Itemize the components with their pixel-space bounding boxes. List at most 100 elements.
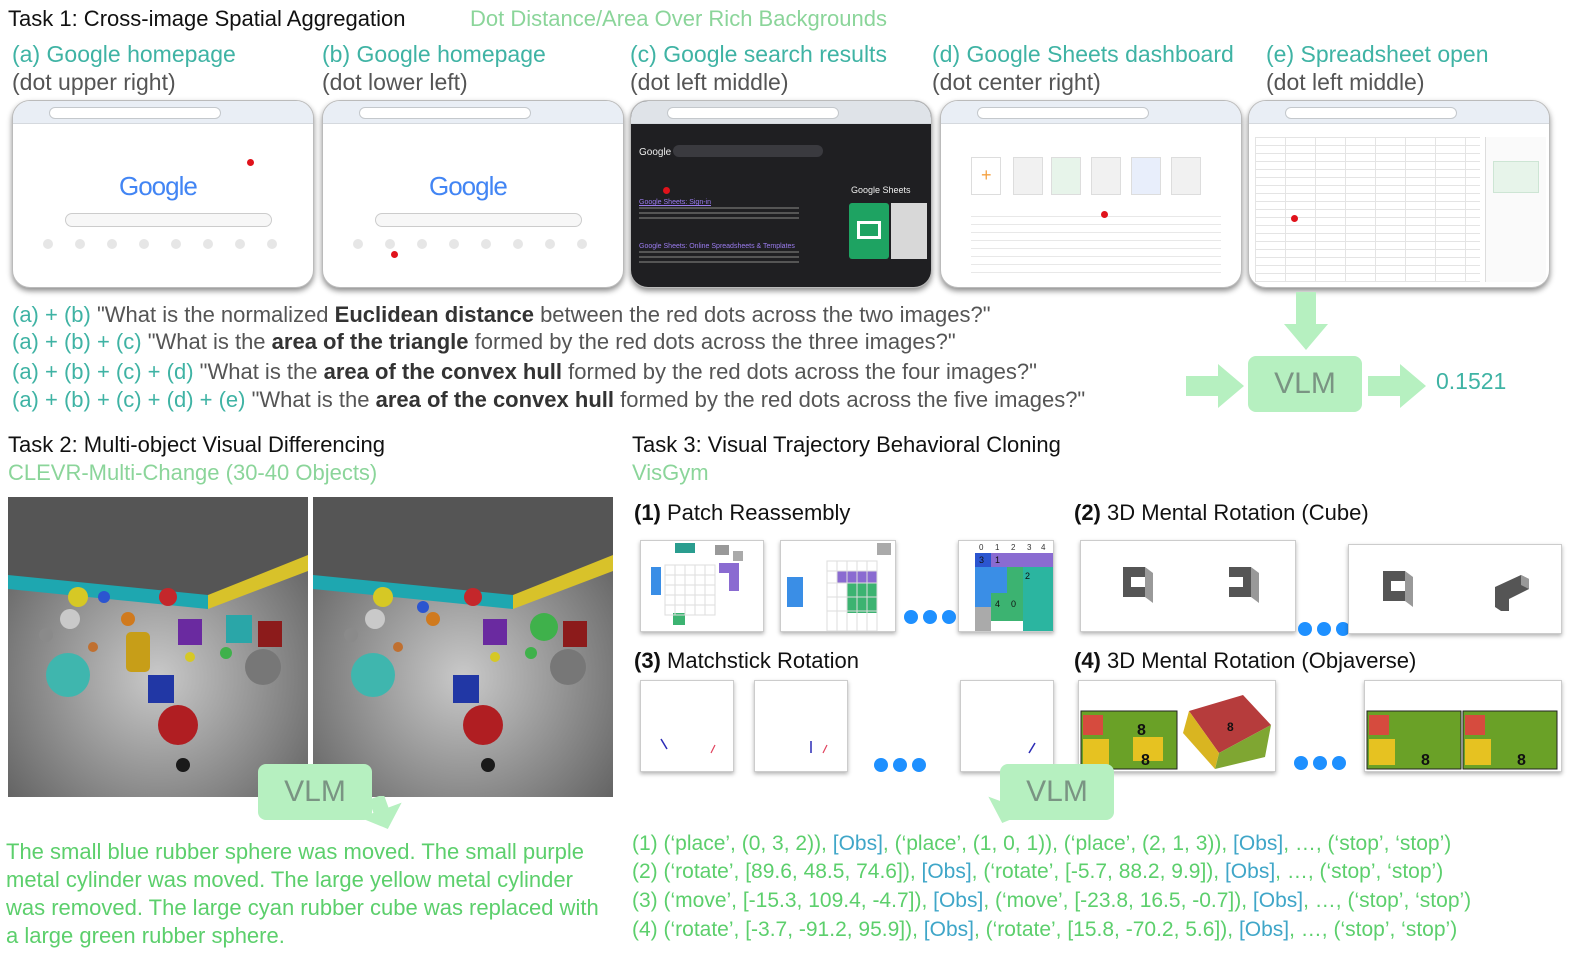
matchstick-frame-1 [640,680,734,772]
ellipsis-dots-icon [1298,622,1355,641]
svg-text:1: 1 [995,555,1000,565]
large-red-sphere [158,705,198,745]
sheets-panel-title: Google Sheets [851,185,911,195]
task3-subtitle: VisGym [632,460,709,485]
large-cyan-sphere [46,653,90,697]
panel-b-dot: (dot lower left) [322,69,468,95]
task2-output: The small blue rubber sphere was moved. … [6,839,599,948]
screenshot-c: Google Google Sheets: Sign-in Google She… [630,100,932,288]
ellipsis-dots-icon [904,610,961,629]
svg-text:4: 4 [1041,543,1046,552]
panel-d-dot: (dot center right) [932,69,1101,95]
recent-files-list [971,209,1221,279]
svg-text:8: 8 [1227,720,1234,734]
sub4-label: (4) 3D Mental Rotation (Objaverse) [1074,648,1417,673]
question-2: (a) + (b) + (c) "What is the area of the… [12,329,956,354]
patch-frame-2 [780,540,896,632]
output-line-3: (3) (‘move’, [-15.3, 109.4, -4.7]), [Obs… [632,889,1472,912]
svg-text:8: 8 [1421,752,1430,769]
objaverse-frame-final: 8 8 [1364,680,1562,772]
red-dot-b [391,251,398,258]
red-dot-c [663,187,670,194]
address-bar [1285,107,1457,119]
question-1: (a) + (b) "What is the normalized Euclid… [12,302,991,327]
question-3: (a) + (b) + (c) + (d) "What is the area … [12,359,1037,384]
address-bar [359,107,531,119]
patch-frame-1 [640,540,764,632]
red-dot-a [247,159,254,166]
output-line-4: (4) (‘rotate’, [-3.7, -91.2, 95.9]), [Ob… [632,918,1458,941]
search-query-box [673,145,823,157]
sub3-label: (3) Matchstick Rotation [634,648,859,673]
panel-c-name: Google search results [656,41,887,67]
browser-toolbar [631,101,931,124]
browser-toolbar [941,101,1241,124]
question-4: (a) + (b) + (c) + (d) + (e) "What is the… [12,387,1086,412]
arrow-down-icon [1284,292,1328,350]
panel-e-caption: (e) Spreadsheet open (dot left middle) [1266,40,1489,96]
matchstick-frame-2 [754,680,848,772]
google-logo: Google [429,171,508,201]
panel-d-caption: (d) Google Sheets dashboard (dot center … [932,40,1234,96]
arrow-right-icon [1368,364,1426,408]
svg-text:1: 1 [995,543,1000,552]
svg-text:8: 8 [1137,722,1146,739]
task3-title: Task 3: Visual Trajectory Behavioral Clo… [632,432,1061,457]
sub2-label: (2) 3D Mental Rotation (Cube) [1074,500,1369,525]
purple-cube [178,619,202,645]
matchstick-frame-final [960,680,1054,772]
red-dot-d [1101,211,1108,218]
panel-e-name: Spreadsheet open [1294,41,1489,67]
panel-a-dot: (dot upper right) [12,69,176,95]
answer-value: 0.1521 [1436,368,1507,394]
panel-b-name: Google homepage [350,41,546,67]
svg-text:3: 3 [1027,543,1032,552]
gray-sphere [245,649,281,685]
panel-e-dot: (dot left middle) [1266,69,1425,95]
small-metal-sphere [176,758,190,772]
panel-c-dot: (dot left middle) [630,69,789,95]
browser-toolbar [13,101,313,124]
objaverse-frame-1: 8 8 8 [1078,680,1276,772]
panel-c-letter: (c) [630,41,657,67]
arrow-down-icon [360,796,402,829]
vlm-box-task2: VLM [258,764,372,820]
ellipsis-dots-icon [1294,756,1351,775]
task1-subtitle: Dot Distance/Area Over Rich Backgrounds [470,6,887,31]
arrow-down-icon [988,790,1030,823]
screenshot-d: + [940,100,1242,288]
output-line-1: (1) (‘place’, (0, 3, 2)), [Obs], (‘place… [632,832,1452,855]
screenshot-e [1248,100,1550,288]
panel-d-letter: (d) [932,41,961,67]
output-line-2: (2) (‘rotate’, [89.6, 48.5, 74.6]), [Obs… [632,860,1444,883]
red-cube [258,621,282,647]
cube-frame-final [1348,544,1562,634]
spreadsheet-side-panel [1485,137,1546,282]
cube-frame-1 [1080,540,1296,632]
vlm-box-task1: VLM [1248,356,1362,412]
address-bar [49,107,221,119]
panel-a-letter: (a) [12,41,41,67]
task1-title: Task 1: Cross-image Spatial Aggregation [8,6,406,31]
panel-d-name: Google Sheets dashboard [960,41,1234,67]
google-logo: Google [119,171,198,201]
address-bar [977,107,1149,119]
task2-title: Task 2: Multi-object Visual Differencing [8,432,386,457]
svg-text:8: 8 [1141,752,1150,769]
large-cyan-cube [226,615,252,643]
svg-text:2: 2 [1011,543,1016,552]
panel-e-letter: (e) [1266,41,1295,67]
result-snippet [639,207,799,221]
patch-frame-final: 0 1 2 3 4 3 1 2 4 0 [958,540,1054,632]
sub1-label: (1) Patch Reassembly [634,500,851,525]
svg-text:4: 4 [995,599,1000,609]
clevr-scene-before [8,497,308,797]
svg-text:2: 2 [1025,571,1030,581]
browser-toolbar [323,101,623,124]
svg-text:8: 8 [1517,752,1526,769]
panel-a-name: Google homepage [40,41,236,67]
clevr-scene-after [313,497,613,797]
large-blue-cube [148,675,174,703]
browser-toolbar [1249,101,1549,124]
arrow-right-icon [1186,364,1244,408]
